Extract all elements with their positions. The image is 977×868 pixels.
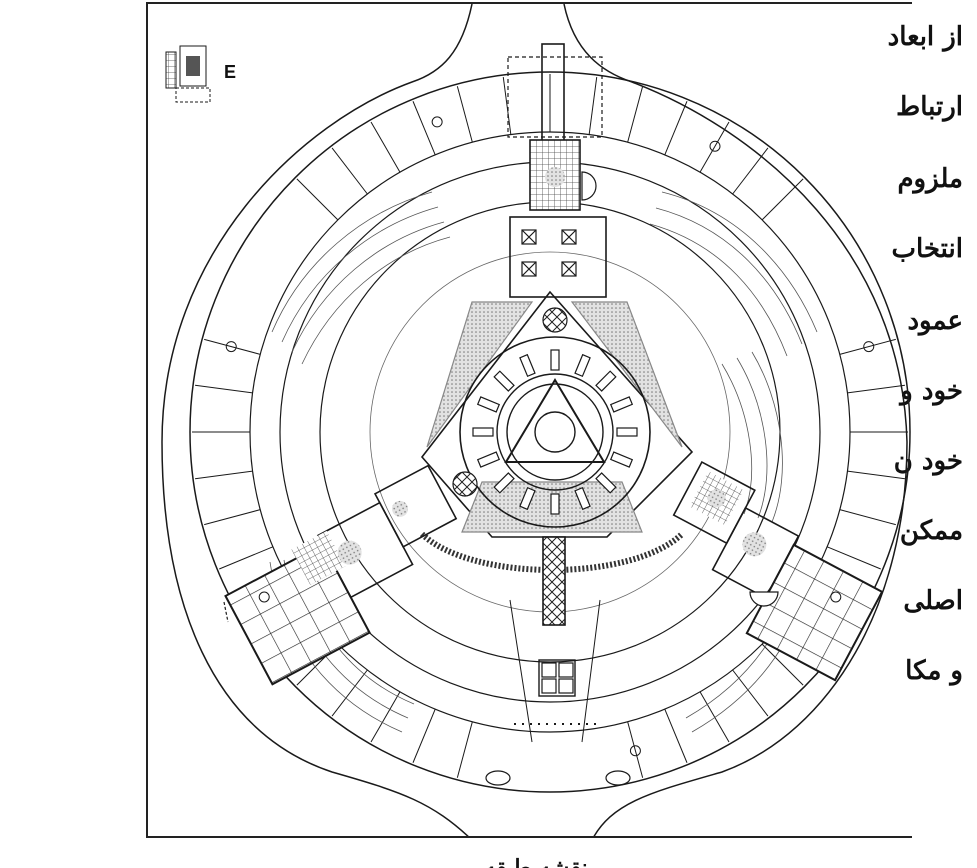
radial-tick xyxy=(699,691,730,743)
radial-tick xyxy=(412,101,436,156)
radial-tick xyxy=(732,147,769,195)
rotunda-rib xyxy=(595,370,617,392)
rotunda-rib xyxy=(476,451,501,468)
radial-tick xyxy=(370,691,401,743)
radial-tick xyxy=(502,76,512,135)
text-line: اصلی xyxy=(903,586,963,616)
rotunda-ribs xyxy=(472,349,638,515)
text-line: از ابعاد xyxy=(887,22,963,52)
rotunda-rib xyxy=(595,472,617,494)
radial-tick xyxy=(826,546,881,570)
radial-tick xyxy=(627,86,644,143)
text-line: و مکا xyxy=(905,656,963,686)
body-text-column: از ابعاد ارتباط ملزوم انتخاب عمود خود و … xyxy=(887,0,977,760)
oval-marker-right xyxy=(605,770,631,786)
radial-tick xyxy=(204,509,261,526)
radial-tick xyxy=(664,708,688,763)
rotunda-rib xyxy=(493,370,515,392)
radial-tick xyxy=(627,721,644,778)
radial-tick xyxy=(847,384,906,394)
key-plan: E xyxy=(165,45,236,103)
outer-marker xyxy=(431,116,443,128)
text-line: خود و xyxy=(900,376,963,406)
outer-marker xyxy=(830,591,842,603)
figure-caption: نقشه طبقه همکف xyxy=(484,855,588,868)
outer-marker xyxy=(629,745,641,757)
rotunda-rib xyxy=(472,427,494,437)
outer-ring xyxy=(189,71,911,793)
radial-tick xyxy=(588,76,598,135)
radial-tick xyxy=(194,470,253,480)
radial-tick xyxy=(219,546,274,570)
north-wing xyxy=(507,43,607,298)
southwest-wing xyxy=(224,464,458,686)
radial-tick xyxy=(296,178,339,221)
radial-tick xyxy=(204,338,261,355)
south-spine xyxy=(542,536,566,626)
rotunda-rib xyxy=(550,493,560,515)
radial-tick xyxy=(331,669,368,717)
radial-tick xyxy=(839,509,896,526)
radial-tick xyxy=(370,121,401,173)
rotunda-rib xyxy=(476,396,501,413)
rotunda-rib xyxy=(519,486,536,511)
radial-tick xyxy=(331,147,368,195)
south-square xyxy=(538,659,576,697)
radial-tick xyxy=(699,121,730,173)
key-plan-label: E xyxy=(224,62,236,82)
text-line: انتخاب xyxy=(891,234,964,264)
outer-markers xyxy=(225,116,875,757)
site-boundary xyxy=(161,4,908,836)
text-line: خود ن xyxy=(893,446,963,476)
outer-marker xyxy=(709,140,721,152)
text-line: ممکن xyxy=(899,516,963,546)
floor-plan-figure: E xyxy=(146,2,912,838)
radial-tick xyxy=(664,101,688,156)
rotunda-rib xyxy=(609,451,634,468)
outer-marker xyxy=(258,591,270,603)
southeast-wing xyxy=(672,460,884,682)
radial-tick xyxy=(412,708,436,763)
text-line: ارتباط xyxy=(896,92,963,122)
radial-tick xyxy=(732,669,769,717)
radial-tick xyxy=(456,86,473,143)
radial-tick xyxy=(456,721,473,778)
rotunda-rib xyxy=(609,396,634,413)
central-hall xyxy=(420,290,694,538)
rotunda-rib xyxy=(550,349,560,371)
radial-tick xyxy=(761,178,804,221)
rotunda-rib xyxy=(493,472,515,494)
outer-marker xyxy=(863,341,875,353)
rotunda-rib xyxy=(574,353,591,378)
rotunda-rib xyxy=(616,427,638,437)
floor-plan-drawing: E xyxy=(161,4,911,836)
oval-marker-left xyxy=(485,770,511,786)
rotunda-rib xyxy=(519,353,536,378)
radial-tick xyxy=(839,338,896,355)
outer-marker xyxy=(225,341,237,353)
radial-tick xyxy=(847,470,906,480)
text-line: ملزوم xyxy=(897,164,963,194)
text-line: عمود xyxy=(907,306,963,336)
radial-tick xyxy=(194,384,253,394)
rotunda-rib xyxy=(574,486,591,511)
radial-tick xyxy=(761,643,804,686)
